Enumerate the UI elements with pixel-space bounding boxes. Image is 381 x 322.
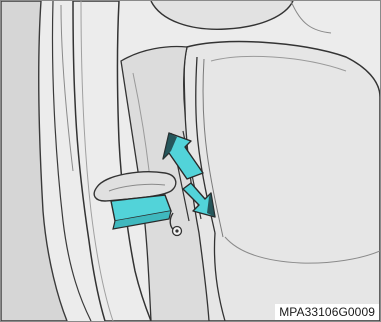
seat-back: [184, 42, 380, 321]
headrest: [83, 1, 331, 47]
figure-code-label: MPA33106G0009: [275, 304, 379, 320]
